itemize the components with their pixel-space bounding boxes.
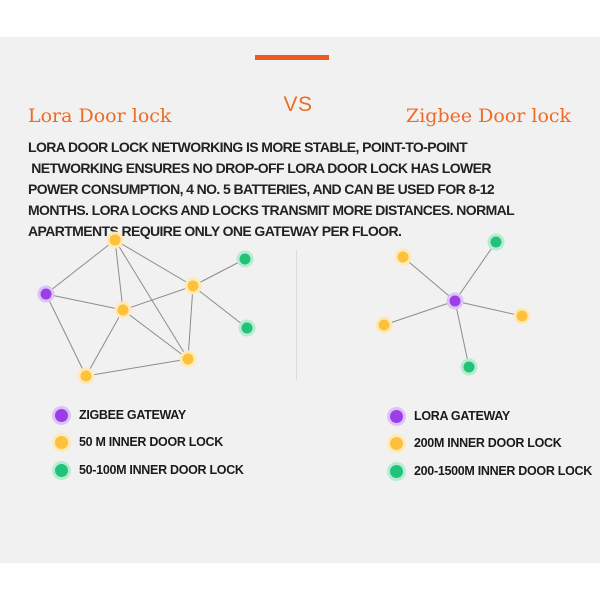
network-link	[114, 239, 189, 360]
legend-label: 200-1500M INNER DOOR LOCK	[414, 464, 592, 478]
gateway-node	[37, 285, 55, 303]
legend-outer-lock: 50-100M INNER DOOR LOCK	[55, 460, 244, 480]
description-line: LORA DOOR LOCK NETWORKING IS MORE STABLE…	[28, 139, 468, 155]
network-link	[85, 309, 124, 377]
outer-node	[236, 250, 254, 268]
lora-title: Lora Door lock	[28, 105, 172, 127]
network-link	[45, 239, 116, 295]
node-core	[187, 280, 199, 292]
gateway-dot-icon	[390, 409, 403, 423]
node-core	[182, 353, 194, 365]
legend-label: 50 M INNER DOOR LOCK	[79, 435, 224, 449]
inner-node	[394, 248, 412, 266]
inner-node	[106, 231, 124, 249]
network-link	[85, 358, 189, 377]
node-core	[239, 253, 251, 265]
gateway-node	[446, 292, 464, 310]
node-core	[241, 322, 253, 334]
network-link	[383, 300, 456, 326]
zigbee-title: Zigbee Door lock	[406, 105, 572, 127]
inner-node	[184, 277, 202, 295]
inner-lock-dot-icon	[55, 435, 68, 449]
mesh-network	[37, 231, 256, 385]
network-link	[122, 309, 189, 360]
inner-node	[179, 350, 197, 368]
description-line: POWER CONSUMPTION, 4 NO. 5 BATTERIES, AN…	[28, 181, 495, 197]
description-line: NETWORKING ENSURES NO DROP-OFF LORA DOOR…	[28, 160, 491, 176]
network-link	[454, 300, 523, 317]
legend-label: LORA GATEWAY	[414, 409, 510, 423]
network-link	[45, 293, 87, 377]
accent-bar	[255, 55, 329, 60]
network-link	[114, 239, 194, 287]
legend-lora-gateway: LORA GATEWAY	[390, 406, 510, 426]
network-link	[402, 256, 456, 302]
node-core	[378, 319, 390, 331]
node-core	[463, 361, 475, 373]
inner-node	[77, 367, 95, 385]
legend-inner-lock: 200M INNER DOOR LOCK	[390, 433, 562, 453]
inner-node	[114, 301, 132, 319]
outer-node	[238, 319, 256, 337]
description-line: MONTHS. LORA LOCKS AND LOCKS TRANSMIT MO…	[28, 202, 515, 218]
outer-node	[460, 358, 478, 376]
network-link	[122, 285, 194, 311]
inner-node	[513, 307, 531, 325]
inner-lock-dot-icon	[390, 436, 403, 450]
network-link	[114, 239, 124, 311]
node-core	[40, 288, 52, 300]
network-link	[187, 285, 194, 360]
gateway-dot-icon	[55, 408, 68, 422]
legend-label: 50-100M INNER DOOR LOCK	[79, 463, 244, 477]
node-core	[449, 295, 461, 307]
content-panel	[0, 37, 600, 563]
node-core	[109, 234, 121, 246]
outer-node	[487, 233, 505, 251]
network-link	[454, 300, 470, 368]
node-core	[80, 370, 92, 382]
inner-node	[375, 316, 393, 334]
network-link	[192, 285, 248, 329]
network-link	[192, 258, 246, 287]
outer-lock-dot-icon	[55, 463, 68, 477]
network-link	[45, 293, 124, 311]
node-core	[490, 236, 502, 248]
node-core	[117, 304, 129, 316]
legend-label: 200M INNER DOOR LOCK	[414, 436, 562, 450]
vs-label: VS	[283, 93, 313, 116]
legend-label: ZIGBEE GATEWAY	[79, 408, 186, 422]
legend-outer-lock: 200-1500M INNER DOOR LOCK	[390, 461, 592, 481]
star-network	[375, 233, 531, 376]
legend-zigbee-gateway: ZIGBEE GATEWAY	[55, 405, 186, 425]
node-core	[397, 251, 409, 263]
outer-lock-dot-icon	[390, 464, 403, 478]
node-core	[516, 310, 528, 322]
network-link	[454, 241, 497, 302]
legend-inner-lock: 50 M INNER DOOR LOCK	[55, 432, 223, 452]
section-divider	[296, 250, 297, 380]
